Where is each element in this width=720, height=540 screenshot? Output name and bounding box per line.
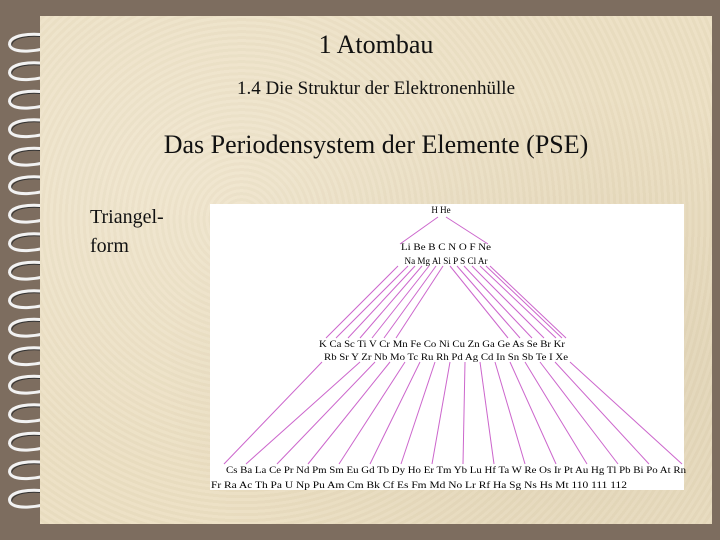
- connector-line: [449, 265, 509, 339]
- connector-line: [399, 216, 439, 245]
- connector-line: [489, 265, 567, 339]
- connector-line: [371, 265, 430, 339]
- connector-line: [462, 361, 466, 465]
- connector-line: [223, 361, 323, 465]
- connector-line: [325, 265, 399, 339]
- page-title: 1 Atombau: [318, 30, 434, 59]
- side-label: Triangel- form: [90, 203, 190, 261]
- connector-line: [445, 216, 489, 245]
- connector-line: [245, 361, 361, 465]
- connector-line: [485, 265, 563, 339]
- connector-line: [569, 361, 683, 465]
- section-heading: Das Periodensystem der Elemente (PSE): [163, 130, 589, 159]
- connector-line: [524, 361, 588, 465]
- pse-row-4: K Ca Sc Ti V Cr Mn Fe Co Ni Cu Zn Ga Ge …: [319, 339, 565, 349]
- connector-line: [494, 361, 526, 465]
- connector-line: [539, 361, 619, 465]
- pse-row-1: H He: [431, 205, 450, 215]
- side-label-line-2: form: [90, 235, 129, 257]
- pse-row-3: Na Mg Al Si P S Cl Ar: [405, 256, 488, 266]
- connector-line: [335, 265, 409, 339]
- connector-line: [395, 265, 444, 339]
- page-subtitle: 1.4 Die Struktur der Elektronenhülle: [236, 78, 516, 99]
- pse-triangle-diagram: H He Li Be B C N O F Ne Na Mg Al Si P S …: [211, 205, 687, 490]
- connector-line: [554, 361, 650, 465]
- connector-line: [347, 265, 416, 339]
- connector-line: [307, 361, 391, 465]
- connector-line: [456, 265, 521, 339]
- connector-line: [471, 265, 545, 339]
- pse-row-7: Fr Ra Ac Th Pa U Np Pu Am Cm Bk Cf Es Fm…: [211, 480, 627, 490]
- connector-line: [509, 361, 557, 465]
- connector-line: [463, 265, 533, 339]
- connector-line: [479, 265, 557, 339]
- pse-row-5: Rb Sr Y Zr Nb Mo Tc Ru Rh Pd Ag Cd In Sn…: [324, 352, 568, 362]
- pse-row-6: Cs Ba La Ce Pr Nd Pm Sm Eu Gd Tb Dy Ho E…: [226, 465, 687, 475]
- side-label-line-1: Triangel-: [90, 206, 164, 228]
- connector-line: [338, 361, 406, 465]
- connector-line: [359, 265, 423, 339]
- connector-line: [479, 361, 495, 465]
- pse-figure-background: [210, 204, 684, 490]
- connector-line: [369, 361, 421, 465]
- connector-line: [400, 361, 436, 465]
- connector-line: [431, 361, 451, 465]
- connector-line: [276, 361, 376, 465]
- connector-line: [383, 265, 437, 339]
- connector-lines: [223, 216, 683, 465]
- pse-row-2: Li Be B C N O F Ne: [401, 242, 491, 252]
